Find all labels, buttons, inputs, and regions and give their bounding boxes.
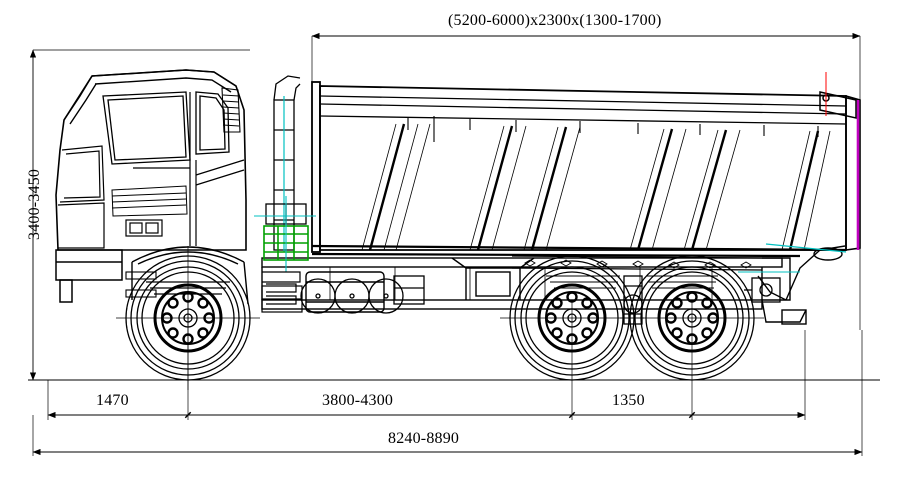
dump-body <box>319 85 847 251</box>
tailgate-latch <box>757 245 846 301</box>
body-headboard <box>311 81 321 253</box>
front-bumper <box>55 249 123 303</box>
rear-overhang-structure <box>761 257 807 325</box>
dump-body-ribs <box>368 123 820 251</box>
spare-wheel-carrier <box>261 285 303 313</box>
front-wheel <box>116 246 260 390</box>
dimension-label-front-overhang: 1470 <box>96 392 129 409</box>
mudguard-rivets <box>524 259 752 269</box>
cab-roof <box>63 69 237 125</box>
tailgate <box>845 94 861 251</box>
dimension-label-overall-length: 8240-8890 <box>388 430 460 447</box>
cab-air-intake-louvers <box>221 87 241 133</box>
air-tanks <box>300 278 404 314</box>
cab-windshield <box>102 91 191 165</box>
dimension-label-rear-axle-spacing: 1350 <box>612 392 645 409</box>
body-hoist-linkage <box>451 257 535 300</box>
rear-wheel-rear <box>620 255 764 381</box>
cab-side-window <box>195 91 230 155</box>
dump-body-rib-outlines <box>361 123 831 251</box>
tailgate-pivot-centerline <box>765 243 847 253</box>
cab-grille <box>111 185 188 217</box>
dump-body-top-rail <box>319 95 847 125</box>
bogie-leaf-springs <box>546 275 718 289</box>
dump-body-top-stakes <box>407 116 819 142</box>
cab-door-line <box>133 92 245 246</box>
cab-front-fairing <box>57 145 105 249</box>
tow-hitch <box>744 277 781 303</box>
bogie-suspension <box>623 275 643 325</box>
dimension-label-cab-height: 3400-3450 <box>26 168 43 240</box>
rear-mudguard <box>511 255 763 271</box>
battery-box <box>393 275 425 305</box>
dump-body-floor-rail <box>311 244 847 258</box>
cab-headlight <box>125 219 163 237</box>
dimension-label-wheelbase: 3800-4300 <box>322 392 394 409</box>
dimension-label-body-box: (5200-6000)x2300x(1300-1700) <box>448 12 662 29</box>
